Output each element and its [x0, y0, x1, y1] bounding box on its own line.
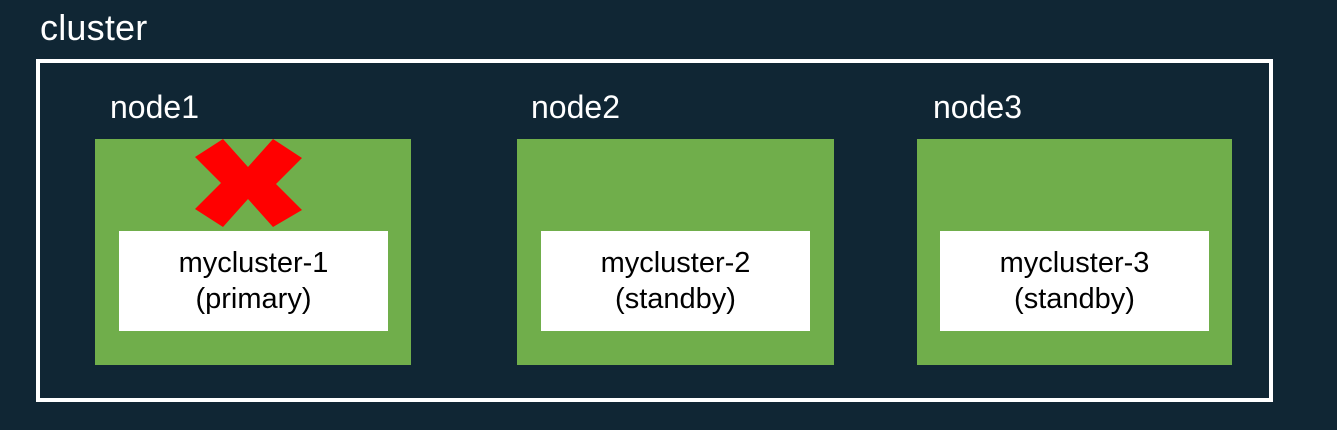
- cluster-boundary: [36, 59, 1273, 402]
- instance-label-1: mycluster-1 (primary): [178, 247, 329, 315]
- cluster-title: cluster: [40, 7, 148, 48]
- instance-box-1: mycluster-1 (primary): [119, 231, 388, 331]
- red-cross-icon: [192, 137, 304, 229]
- node-label-2: node2: [531, 89, 620, 125]
- node-label-3: node3: [933, 89, 1022, 125]
- node-label-1: node1: [110, 89, 199, 125]
- instance-label-2: mycluster-2 (standby): [600, 247, 751, 315]
- instance-label-3: mycluster-3 (standby): [999, 247, 1150, 315]
- instance-box-3: mycluster-3 (standby): [940, 231, 1209, 331]
- instance-box-2: mycluster-2 (standby): [541, 231, 810, 331]
